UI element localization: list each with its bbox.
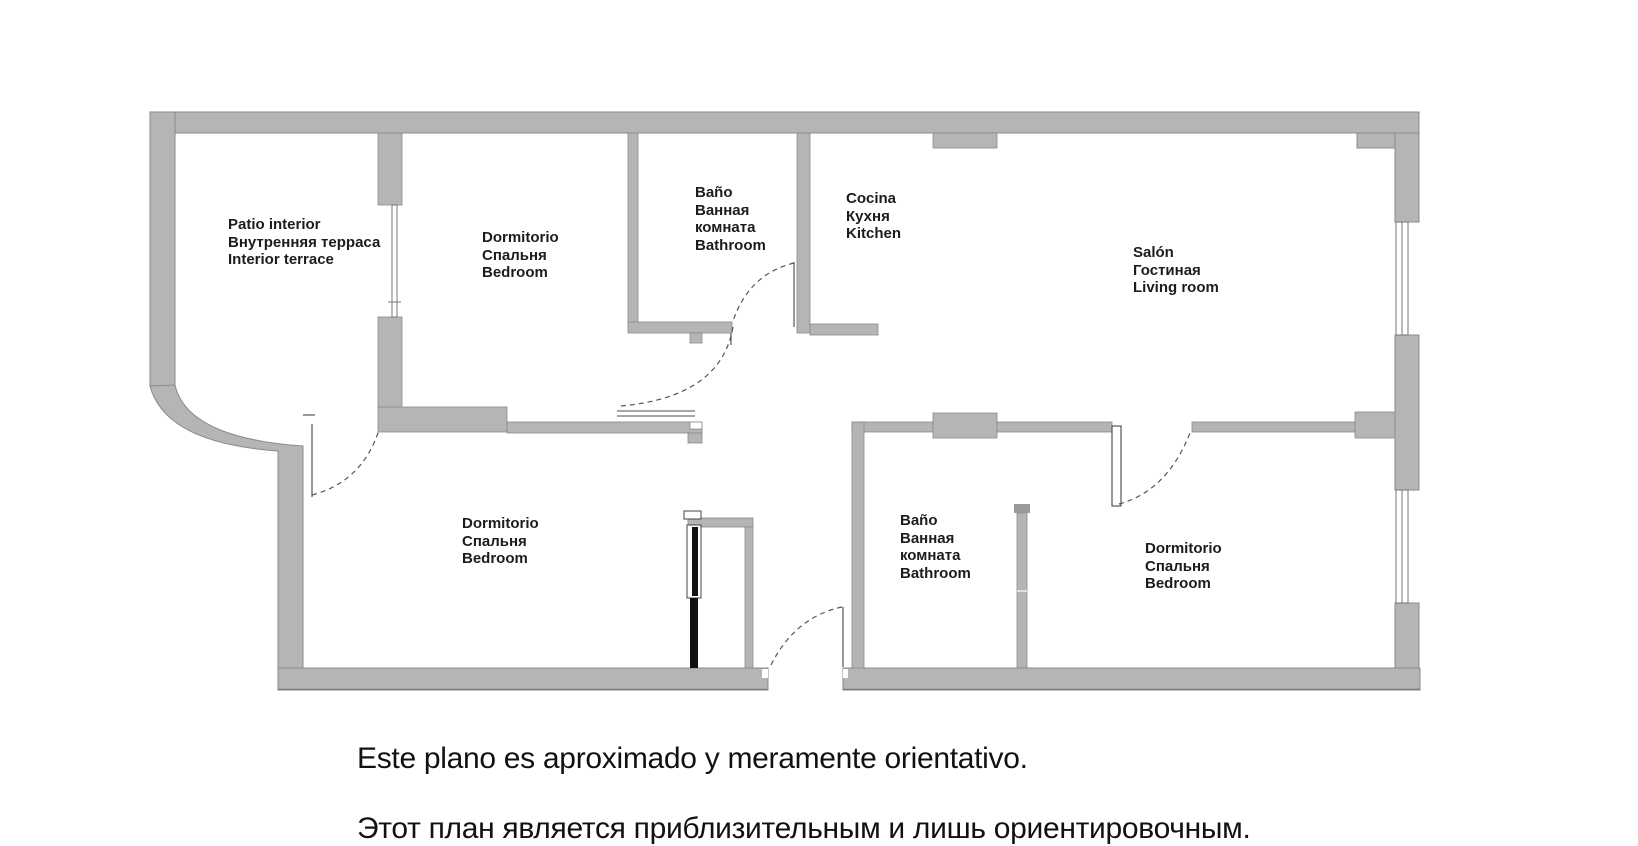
entrance-notch-left bbox=[762, 669, 768, 678]
room-label-line: Kitchen bbox=[846, 225, 902, 242]
room-label-kitchen: Cocina Кухня Kitchen bbox=[846, 190, 901, 243]
room-label-line: Спальня bbox=[482, 246, 547, 264]
doors bbox=[303, 262, 1191, 667]
wall-br-chimney bbox=[932, 412, 998, 439]
wall-divider-br-b bbox=[996, 421, 1113, 433]
door-swing-patio bbox=[311, 429, 380, 496]
door-leaf-bedroom-br bbox=[1111, 425, 1122, 507]
door-swing-entrance bbox=[770, 606, 843, 666]
room-label-line: Interior terrace bbox=[228, 251, 334, 268]
room-label-bedroom-bottom-right: Dormitorio Спальня Bedroom bbox=[1145, 540, 1222, 593]
room-label-line: Dormitorio bbox=[462, 515, 539, 532]
sliding-door-track bbox=[617, 410, 695, 417]
room-label-bedroom-bottom-left: Dormitorio Спальня Bedroom bbox=[462, 515, 539, 568]
wall-patio-divider-bottom bbox=[377, 316, 403, 409]
closet-shaft bbox=[683, 510, 754, 669]
closet-black-bar-lower bbox=[690, 598, 698, 668]
window-patio-divider bbox=[391, 204, 398, 318]
room-label-line: Living room bbox=[1133, 279, 1219, 296]
room-label-line: Baño bbox=[900, 512, 938, 529]
room-label-bathroom-bottom: Baño Ванная комната Bathroom bbox=[900, 512, 971, 582]
room-label-line: Внутренняя терраса bbox=[228, 233, 381, 251]
pocket-wall-notch bbox=[689, 421, 703, 430]
wall-bottom-left bbox=[277, 667, 769, 691]
door-swing-hall bbox=[620, 326, 734, 407]
wall-bottom-right bbox=[842, 667, 1421, 691]
room-label-line: Salón bbox=[1133, 244, 1174, 261]
wall-bathroom-top-bottom bbox=[627, 321, 733, 334]
room-label-line: комната bbox=[695, 219, 756, 236]
wall-kitchen-bottom bbox=[809, 323, 879, 336]
wall-divider-br-block bbox=[1354, 411, 1396, 439]
wall-hall-pocket bbox=[506, 421, 703, 434]
closet-handle bbox=[683, 510, 702, 520]
room-label-patio-interior: Patio interior Внутренняя терраса Interi… bbox=[228, 216, 380, 269]
wall-bedroom-tl-bottom bbox=[377, 406, 508, 433]
wall-top bbox=[149, 111, 1420, 134]
room-label-line: Bedroom bbox=[462, 550, 528, 567]
room-label-bedroom-top-left: Dormitorio Спальня Bedroom bbox=[482, 229, 559, 282]
windows bbox=[388, 204, 1409, 604]
wall-hall-stub bbox=[687, 432, 703, 444]
partition-cap bbox=[1014, 504, 1030, 513]
disclaimer-russian: Этот план является приблизительным и лиш… bbox=[357, 812, 1251, 845]
partition-joint-tick bbox=[1017, 590, 1027, 592]
wall-bathroom-kitchen-divider bbox=[796, 132, 811, 334]
room-label-line: Bedroom bbox=[1145, 575, 1211, 592]
room-label-line: Bathroom bbox=[900, 564, 971, 582]
room-label-line: Спальня bbox=[1145, 557, 1210, 575]
room-label-line: Bedroom bbox=[482, 264, 548, 281]
room-label-line: Гостиная bbox=[1133, 261, 1201, 279]
interior-walls bbox=[377, 132, 1396, 669]
room-label-bathroom-top: Baño Ванная комната Bathroom bbox=[695, 184, 766, 254]
wall-left bbox=[149, 111, 176, 387]
room-label-line: комната bbox=[900, 547, 961, 564]
disclaimer-spanish: Este plano es aproximado y meramente ori… bbox=[357, 742, 1028, 775]
room-label-line: Dormitorio bbox=[1145, 540, 1222, 557]
room-label-line: Patio interior bbox=[228, 216, 321, 233]
wall-curved-left bbox=[149, 384, 304, 669]
wall-bathroom-top-left bbox=[627, 132, 639, 326]
closet-top-wall bbox=[687, 517, 754, 528]
room-label-living-room: Salón Гостиная Living room bbox=[1133, 244, 1219, 297]
wall-patio-divider-top bbox=[377, 132, 403, 206]
wall-right-upper bbox=[1394, 132, 1420, 223]
room-label-line: Cocina bbox=[846, 190, 897, 207]
room-label-line: Кухня bbox=[846, 207, 890, 225]
wall-top-chimney bbox=[932, 132, 998, 149]
wall-right-middle bbox=[1394, 334, 1420, 491]
room-label-line: Dormitorio bbox=[482, 229, 559, 246]
room-label-line: Спальня bbox=[462, 532, 527, 550]
room-label-line: Ванная bbox=[695, 201, 750, 219]
room-label-line: Baño bbox=[695, 184, 733, 201]
wall-bathroom-br-left bbox=[851, 421, 865, 669]
room-label-line: Bathroom bbox=[695, 236, 766, 254]
wall-divider-br-c bbox=[1191, 421, 1356, 433]
door-swing-bedroom-br bbox=[1118, 432, 1191, 505]
outer-walls bbox=[149, 111, 1421, 691]
closet-black-bar-upper bbox=[692, 527, 698, 596]
entrance-notch-right bbox=[843, 669, 848, 678]
room-label-line: Ванная bbox=[900, 529, 955, 547]
closet-right-wall bbox=[744, 526, 754, 669]
door-swing-bathroom-top bbox=[732, 262, 795, 322]
wall-bathroom-top-stub bbox=[689, 332, 703, 344]
